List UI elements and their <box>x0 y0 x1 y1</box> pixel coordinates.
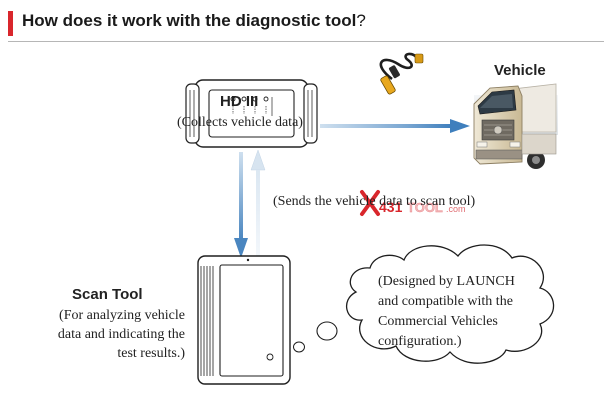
scan-tool-description-line: test results.) <box>117 346 185 361</box>
watermark-suffix: .com <box>446 204 466 214</box>
scan-tool-description-line: data and indicating the <box>57 327 185 342</box>
watermark-number: 431 <box>379 199 403 215</box>
scan-tool-tablet-icon <box>197 255 291 385</box>
x431tool-watermark-logo: 431 TOOL .com <box>360 190 466 216</box>
thought-bubble <box>293 244 555 364</box>
bubble-text: (Designed by LAUNCH and compatible with … <box>378 272 515 352</box>
arrow-to-vehicle <box>320 119 470 133</box>
scan-tool-description-line: (For analyzing vehicle <box>59 308 185 323</box>
obd-cable-icon <box>379 52 424 95</box>
watermark-word: TOOL <box>407 200 443 215</box>
header-divider <box>8 41 604 42</box>
truck-icon <box>473 83 558 169</box>
vehicle-label: Vehicle <box>494 62 546 79</box>
bubble-text-line: Commercial Vehicles <box>378 314 498 329</box>
header-accent-bar <box>8 11 13 36</box>
hd-description: (Collects vehicle data) <box>177 115 303 130</box>
arrow-to-hd <box>250 149 266 256</box>
bubble-text-line: configuration.) <box>378 334 462 349</box>
arrow-to-scan-tool <box>234 152 248 258</box>
bubble-text-line: and compatible with the <box>378 294 513 309</box>
scan-tool-label: Scan Tool <box>72 286 143 303</box>
scan-tool-description: (For analyzing vehicle data and indicati… <box>37 306 185 363</box>
bubble-text-line: (Designed by LAUNCH <box>378 274 515 289</box>
link-caption: (Sends the vehicle data to scan tool) <box>273 194 476 209</box>
hd-device-icon <box>185 79 318 148</box>
page-title-text: How does it work with the diagnostic too… <box>22 11 357 30</box>
page-title-question-mark: ? <box>356 11 366 30</box>
hd-label: HD III <box>220 93 259 110</box>
page-title: How does it work with the diagnostic too… <box>22 11 366 31</box>
